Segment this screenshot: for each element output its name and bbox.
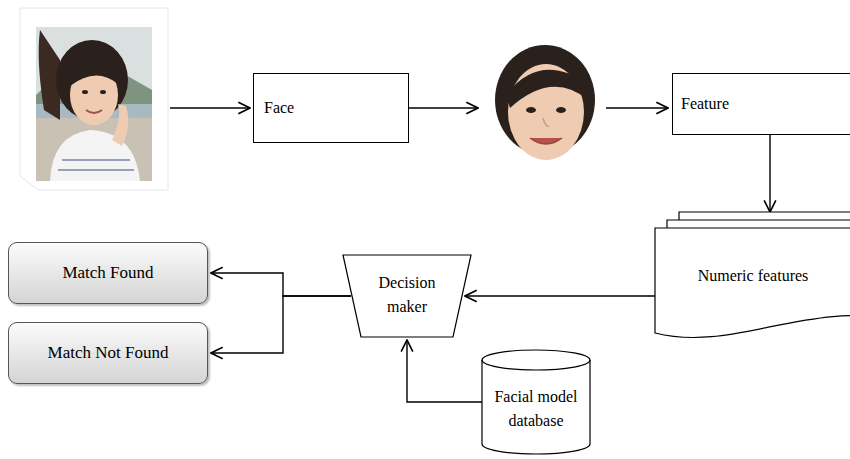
text-wrap: Facial model database (488, 372, 584, 446)
photo-eye (100, 90, 106, 94)
flow-arrow (409, 107, 478, 108)
node-label: Feature (681, 92, 729, 116)
decision-trapezoid: Decision maker (343, 255, 471, 337)
node-label: Numeric features (698, 264, 809, 288)
flow-connector (407, 340, 482, 402)
process-box: Face (253, 73, 409, 143)
face-nose (543, 118, 549, 126)
node-label: Match Not Found (48, 340, 169, 366)
cylinder-rim (482, 360, 590, 370)
text-wrap: Face (254, 74, 408, 142)
flow-connector (769, 135, 770, 212)
front-page (655, 228, 850, 338)
flow-connector (211, 273, 351, 296)
text-wrap: Match Found (9, 243, 207, 303)
trapezoid (343, 255, 471, 337)
photo-shirt-stripes (58, 160, 134, 170)
node-label: Match Found (62, 260, 153, 286)
flow-arrow (606, 107, 668, 108)
text-wrap: Decision maker (367, 257, 447, 333)
result-box: Match Found (8, 242, 208, 304)
photo-hand (112, 104, 128, 146)
photo-content (36, 27, 152, 181)
photo-frame (20, 8, 168, 190)
flow-connector (465, 295, 655, 296)
flow-arrow (170, 107, 250, 108)
node-label: Facial model database (488, 385, 584, 433)
photo-wall (36, 118, 152, 181)
result-box: Match Not Found (8, 322, 208, 384)
photo-fringe (68, 63, 120, 86)
process-box: Feature (672, 73, 850, 135)
photo-shirt (50, 130, 140, 181)
photo-smile (86, 110, 102, 113)
database-cylinder: Facial model database (482, 350, 590, 454)
face-eye (526, 107, 536, 113)
text-wrap: Feature (673, 74, 850, 134)
trapezoid-outline (343, 255, 471, 337)
face-smile (530, 138, 562, 144)
face-eye (556, 107, 566, 113)
node-label: Decision maker (367, 271, 447, 319)
cylinder-body (482, 350, 590, 454)
photo-sky (36, 27, 152, 181)
face-fringe (506, 70, 590, 108)
photo-eye (82, 90, 88, 94)
node-label: Face (264, 96, 294, 120)
input-photo (20, 8, 168, 190)
document-stack: Numeric features (655, 212, 850, 347)
text-wrap: Match Not Found (9, 323, 207, 383)
text-wrap: Numeric features (673, 228, 833, 324)
flow-connector (211, 296, 351, 353)
cropped-face (495, 45, 595, 160)
